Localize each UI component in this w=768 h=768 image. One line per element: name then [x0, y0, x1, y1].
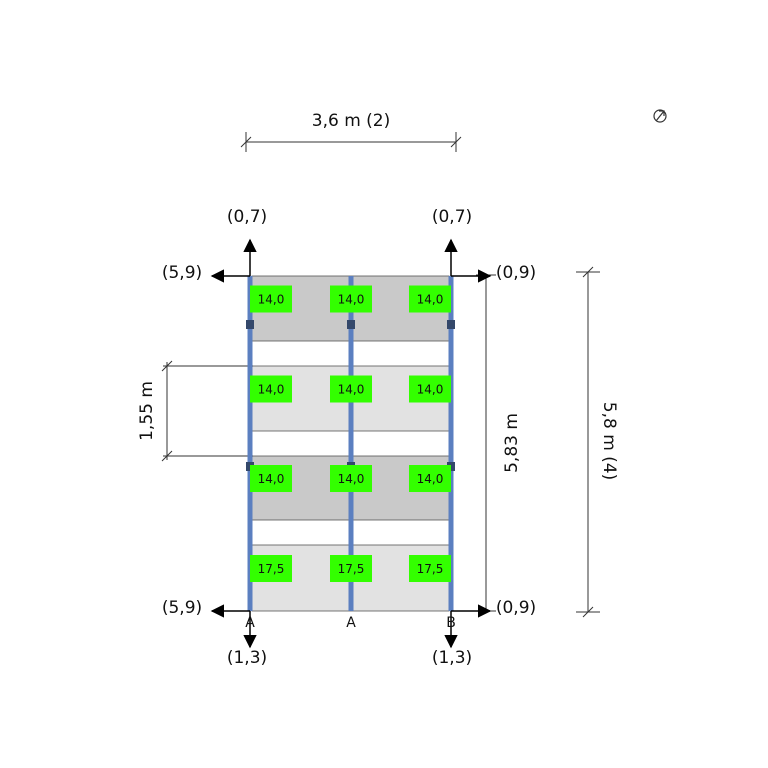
value-box [330, 375, 372, 403]
load-bottom-right: (1,3) [432, 648, 472, 668]
outer-height-dimension: 5,8 m (4) [576, 266, 619, 618]
column-label-middle: A [346, 615, 356, 631]
value-box [250, 465, 292, 492]
inner-height-label: 5,83 m [502, 413, 522, 473]
inner-height-dimension: 5,83 m [476, 274, 522, 612]
load-left-top: (5,9) [162, 263, 202, 283]
value-group: 14,0 14,0 14,0 14,0 14,0 14,0 14,0 14,0 14,0 17,5… [250, 285, 451, 582]
width-dimension: 3,6 m (2) [240, 111, 462, 152]
value-text: 17,5 [258, 562, 285, 576]
value-text: 14,0 [338, 293, 365, 307]
value-text: 14,0 [417, 472, 444, 486]
value-text: 14,0 [417, 383, 444, 397]
value-box [330, 465, 372, 492]
value-box [409, 375, 451, 403]
load-right-top: (0,9) [496, 263, 536, 283]
value-box [250, 555, 292, 582]
load-arrows [210, 238, 492, 649]
value-box [409, 465, 451, 492]
column-label-left: A [245, 615, 255, 631]
value-box [330, 285, 372, 313]
value-text: 14,0 [338, 383, 365, 397]
width-dimension-label: 3,6 m (2) [312, 111, 390, 131]
value-box [409, 555, 451, 582]
load-right-bottom: (0,9) [496, 598, 536, 618]
value-text: 14,0 [338, 472, 365, 486]
span-dimension: 1,55 m [137, 360, 253, 462]
value-text: 14,0 [258, 383, 285, 397]
value-text: 17,5 [338, 562, 365, 576]
value-box [330, 555, 372, 582]
value-text: 14,0 [417, 293, 444, 307]
load-top-left: (0,7) [227, 207, 267, 227]
load-top-right: (0,7) [432, 207, 472, 227]
column-label-right: B [446, 615, 456, 631]
outer-height-label: 5,8 m (4) [599, 402, 619, 480]
value-text: 14,0 [258, 293, 285, 307]
value-text: 17,5 [417, 562, 444, 576]
load-bottom-left: (1,3) [227, 648, 267, 668]
load-left-bottom: (5,9) [162, 598, 202, 618]
value-box [250, 375, 292, 403]
span-dimension-label: 1,55 m [137, 381, 157, 441]
value-text: 14,0 [258, 472, 285, 486]
value-box [409, 285, 451, 313]
compass-icon[interactable] [653, 109, 667, 123]
value-box [250, 285, 292, 313]
